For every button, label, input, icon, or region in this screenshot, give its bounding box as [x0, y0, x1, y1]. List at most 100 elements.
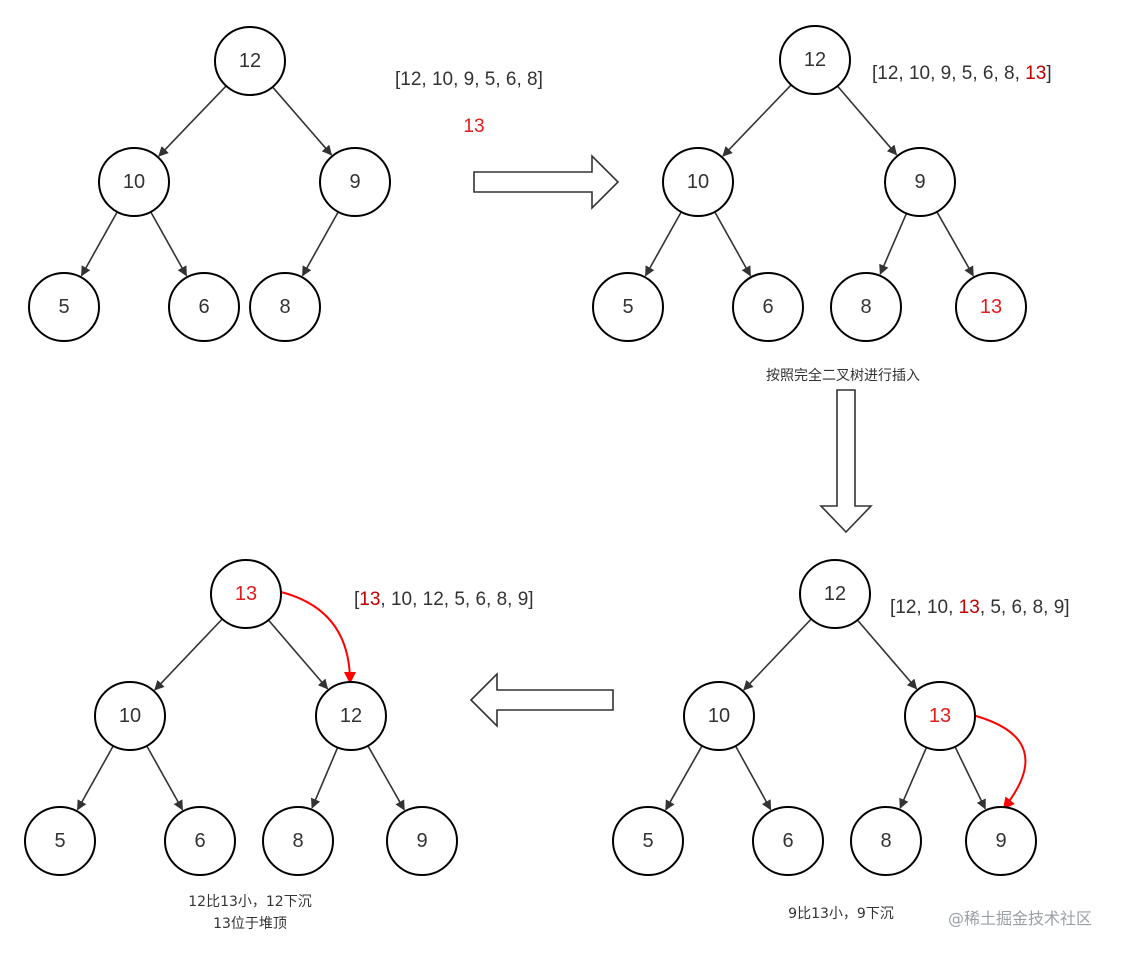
- node-circle: [955, 272, 1027, 342]
- node-circle: [965, 806, 1037, 876]
- tree-node: 8: [850, 806, 922, 876]
- tree-node: 10: [662, 147, 734, 217]
- watermark: @稀土掘金技术社区: [948, 909, 1092, 928]
- tree-edge: [735, 746, 772, 811]
- tree-node: 12: [779, 25, 851, 95]
- tree-node: 13: [210, 559, 282, 629]
- tree-edge: [879, 213, 907, 275]
- tree-node: 5: [592, 272, 664, 342]
- node-label: 8: [279, 296, 290, 318]
- node-label: 5: [622, 296, 633, 318]
- array-text: [12, 10, 13, 5, 6, 8, 9]: [890, 597, 1070, 618]
- array-segment: , 10, 12, 5, 6, 8, 9]: [380, 589, 533, 610]
- node-label: 9: [995, 830, 1006, 852]
- tree-edge: [857, 620, 918, 690]
- node-label: 6: [194, 830, 205, 852]
- node-circle: [662, 147, 734, 217]
- tree-node: 9: [884, 147, 956, 217]
- node-label: 10: [119, 705, 141, 727]
- node-circle: [319, 147, 391, 217]
- pending-insert-value: 13: [463, 116, 484, 137]
- tree-edge: [268, 620, 329, 690]
- tree-edge: [158, 85, 227, 157]
- tree-node: 13: [904, 681, 976, 751]
- node-circle: [214, 26, 286, 96]
- node-circle: [904, 681, 976, 751]
- array-segment: [12, 10,: [890, 597, 959, 618]
- tree-node: 6: [164, 806, 236, 876]
- tree-edge: [301, 212, 339, 277]
- tree-node: 8: [249, 272, 321, 342]
- node-label: 12: [239, 50, 261, 72]
- node-label: 10: [708, 705, 730, 727]
- node-label: 8: [292, 830, 303, 852]
- tree-node: 9: [965, 806, 1037, 876]
- node-label: 13: [980, 296, 1002, 318]
- tree-node: 5: [612, 806, 684, 876]
- tree-edge: [272, 86, 333, 156]
- swap-arrow-13-12: [269, 583, 356, 684]
- node-label: 6: [198, 296, 209, 318]
- node-label: 5: [58, 296, 69, 318]
- array-segment: [12, 10, 9, 5, 6, 8,: [872, 63, 1025, 84]
- tree-node: 8: [262, 806, 334, 876]
- node-circle: [94, 681, 166, 751]
- node-circle: [210, 559, 282, 629]
- node-label: 12: [804, 49, 826, 71]
- tree-node: 5: [24, 806, 96, 876]
- tree-node: 10: [94, 681, 166, 751]
- node-label: 5: [642, 830, 653, 852]
- node-label: 10: [687, 171, 709, 193]
- tree-node: 9: [386, 806, 458, 876]
- transition-arrow-down: [819, 389, 873, 534]
- transition-arrow-left: [469, 672, 614, 728]
- tree-node: 10: [683, 681, 755, 751]
- tree-node: 12: [214, 26, 286, 96]
- tree-node: 6: [752, 806, 824, 876]
- array-segment: ]: [1046, 63, 1051, 84]
- transition-arrow-right: [473, 154, 620, 210]
- array-segment: [: [354, 589, 360, 610]
- node-circle: [830, 272, 902, 342]
- tree-node: 6: [168, 272, 240, 342]
- array-highlight: 13: [359, 589, 380, 610]
- tree-edge: [150, 212, 188, 277]
- node-label: 13: [929, 705, 951, 727]
- node-circle: [28, 272, 100, 342]
- tree-node: 10: [98, 147, 170, 217]
- swap-arrow-13-9: [964, 707, 1027, 810]
- node-label: 10: [123, 171, 145, 193]
- node-label: 8: [880, 830, 891, 852]
- tree-edge: [76, 746, 114, 811]
- tree-edge: [954, 747, 986, 810]
- node-circle: [249, 272, 321, 342]
- node-label: 6: [762, 296, 773, 318]
- tree-edge: [644, 212, 682, 277]
- tree-node: 6: [732, 272, 804, 342]
- tree-node: 12: [799, 559, 871, 629]
- node-label: 6: [782, 830, 793, 852]
- array-highlight: 13: [1025, 63, 1046, 84]
- tree-edge: [80, 212, 118, 277]
- tree-node: 12: [315, 681, 387, 751]
- tree-node: 13: [955, 272, 1027, 342]
- tree-node: 9: [319, 147, 391, 217]
- node-circle: [752, 806, 824, 876]
- array-text: [12, 10, 9, 5, 6, 8]: [395, 69, 543, 90]
- node-circle: [850, 806, 922, 876]
- node-label: 8: [860, 296, 871, 318]
- node-circle: [779, 25, 851, 95]
- node-circle: [262, 806, 334, 876]
- panel-p1: 12 10 9 5 6 8 [12, 10, 9, 5, 6, 8] 13: [28, 26, 543, 342]
- node-label: 5: [54, 830, 65, 852]
- node-circle: [386, 806, 458, 876]
- node-circle: [799, 559, 871, 629]
- node-circle: [884, 147, 956, 217]
- node-circle: [164, 806, 236, 876]
- step-note: 13位于堆顶: [213, 916, 287, 932]
- tree-edge: [367, 746, 405, 811]
